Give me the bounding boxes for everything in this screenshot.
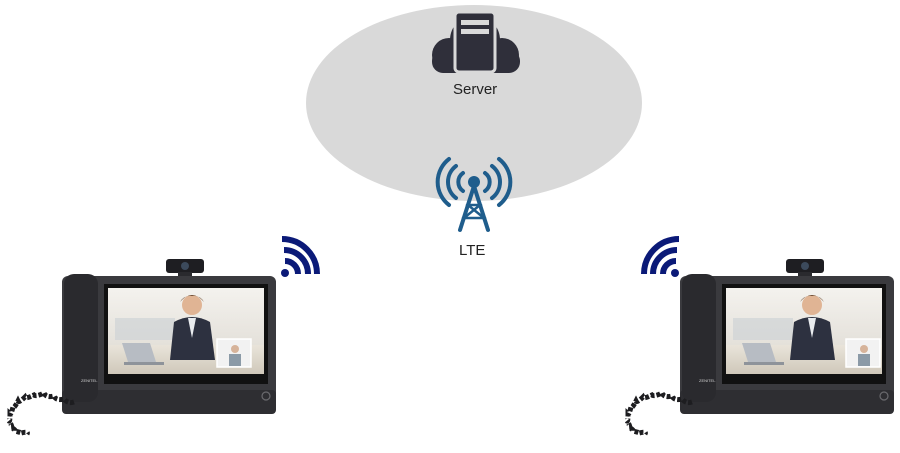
network-cloud	[306, 5, 642, 201]
server-label: Server	[453, 81, 498, 98]
wifi-signal-icon-right	[641, 236, 680, 277]
wifi-signal-icon-left	[281, 236, 320, 277]
cloud-server-icon	[432, 10, 520, 74]
phone-logo: ZENITEL	[699, 378, 716, 383]
video-phone-right: ZENITEL	[620, 259, 894, 436]
phone-logo: ZENITEL	[81, 378, 98, 383]
video-phone-left: ZENITEL	[2, 259, 276, 436]
lte-tower-icon	[435, 157, 513, 232]
lte-label: LTE	[459, 242, 486, 259]
